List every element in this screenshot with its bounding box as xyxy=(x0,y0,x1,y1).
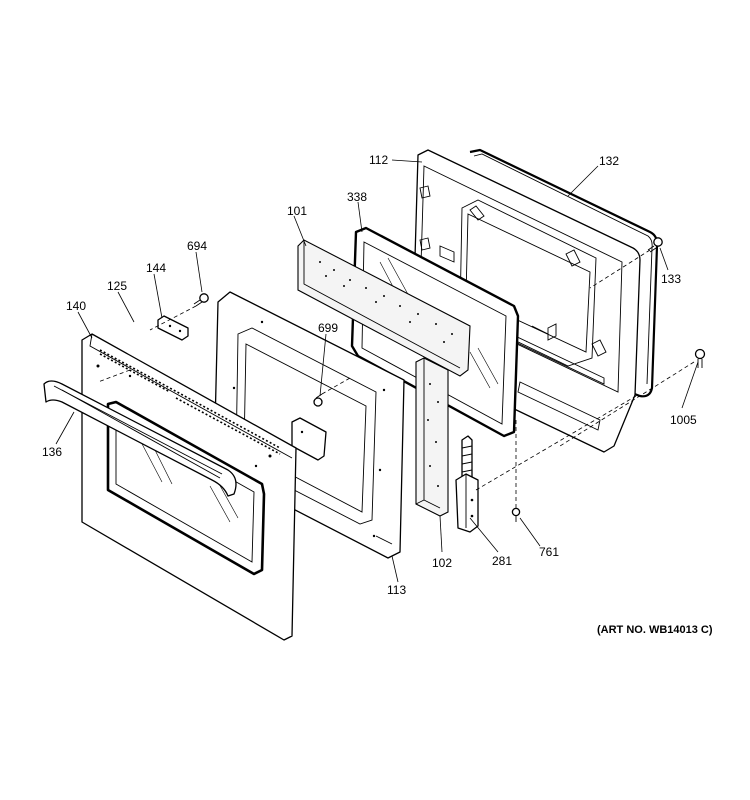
callout-136: 136 xyxy=(42,445,62,459)
callout-1005: 1005 xyxy=(670,413,697,427)
screw-1005 xyxy=(694,348,706,368)
door-handle-part xyxy=(43,380,237,497)
callout-113: 113 xyxy=(387,583,406,597)
screw-761 xyxy=(511,507,521,522)
callout-133: 133 xyxy=(661,272,681,286)
art-number-label: (ART NO. WB14013 C) xyxy=(597,624,713,636)
callout-699: 699 xyxy=(318,321,338,335)
side-insulation-part xyxy=(415,357,449,517)
callout-140: 140 xyxy=(66,299,86,313)
assembly-lines xyxy=(97,249,695,508)
callout-112: 112 xyxy=(369,153,388,167)
callout-101: 101 xyxy=(287,204,307,218)
bracket-part xyxy=(157,315,189,341)
callout-labels: 112 132 338 101 694 144 125 140 699 133 … xyxy=(42,153,713,636)
top-insulation-part xyxy=(297,239,471,377)
screw-699 xyxy=(313,393,323,407)
screw-133 xyxy=(647,237,663,253)
vent-slots xyxy=(99,349,281,455)
callout-338: 338 xyxy=(347,190,367,204)
callout-761: 761 xyxy=(539,545,559,559)
callout-144: 144 xyxy=(146,261,166,275)
leader-lines xyxy=(55,159,699,583)
callout-281: 281 xyxy=(492,554,512,568)
callout-125: 125 xyxy=(107,279,127,293)
callout-694: 694 xyxy=(187,239,207,253)
callout-102: 102 xyxy=(432,556,452,570)
hinge-part xyxy=(455,435,479,533)
callout-132: 132 xyxy=(599,154,619,168)
screw-694 xyxy=(193,293,209,307)
